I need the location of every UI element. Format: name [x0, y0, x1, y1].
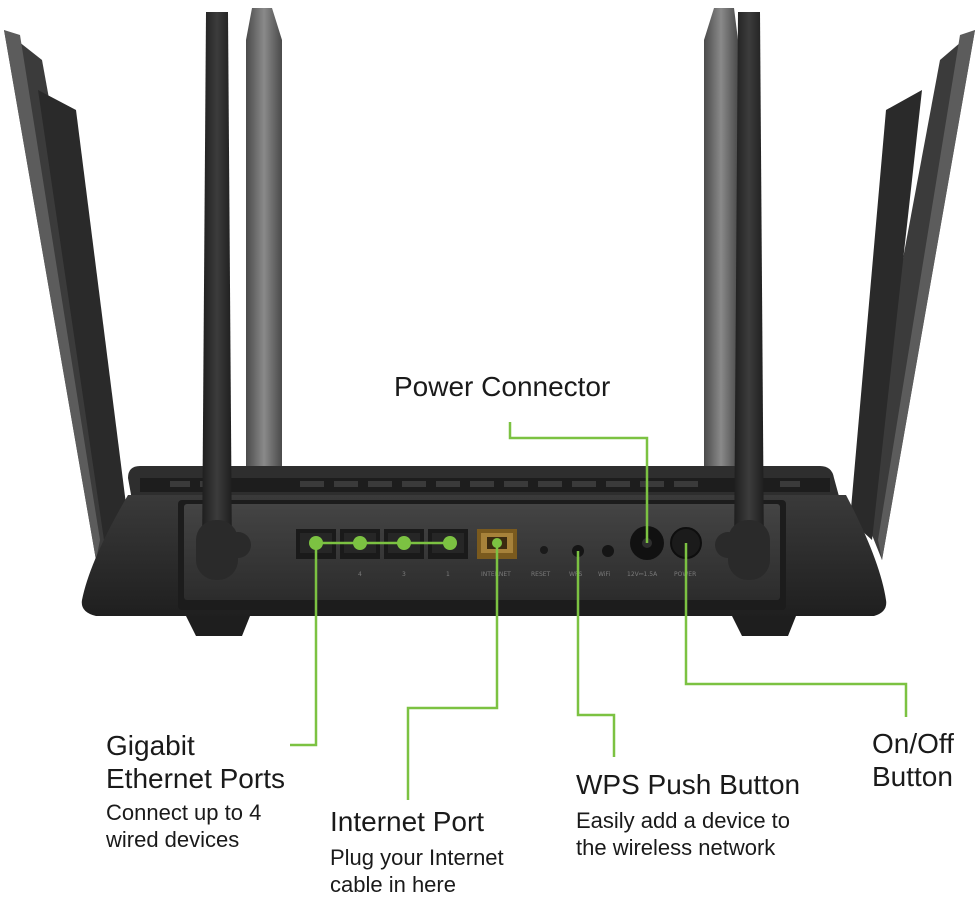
internet-port-desc-line1: Plug your Internet — [330, 844, 504, 870]
svg-text:4: 4 — [358, 571, 362, 578]
wps-button-callout: WPS Push Button Easily add a device to t… — [576, 769, 801, 862]
on-off-title-line1: On/Off — [872, 728, 954, 759]
svg-text:12V⎓1.5A: 12V⎓1.5A — [627, 571, 658, 578]
svg-text:1: 1 — [446, 571, 450, 578]
callout-lines — [290, 422, 908, 800]
side-antenna-left — [4, 30, 128, 560]
front-antenna-left — [196, 12, 238, 580]
back-antenna-left — [246, 8, 282, 470]
internet-port-callout: Internet Port Plug your Internet cable i… — [330, 806, 504, 899]
internet-port-title: Internet Port — [330, 806, 485, 837]
on-off-button-callout: On/Off Button — [872, 728, 954, 793]
front-antenna-right — [728, 12, 770, 580]
ethernet-ports-callout: Gigabit Ethernet Ports Connect up to 4 w… — [106, 730, 285, 854]
svg-text:WiFi: WiFi — [598, 571, 610, 578]
on-off-title-line2: Button — [872, 760, 953, 792]
ethernet-ports-desc-line1: Connect up to 4 — [106, 799, 262, 825]
ethernet-ports-title-line2: Ethernet Ports — [106, 762, 285, 794]
side-antenna-right — [850, 30, 975, 560]
power-connector-label: Power Connector — [394, 371, 611, 402]
internet-port-desc-line2: cable in here — [330, 872, 456, 898]
wps-button-desc-line1: Easily add a device to — [576, 807, 791, 833]
wps-button-desc-line2: the wireless network — [576, 835, 776, 861]
ethernet-ports-title-line1: Gigabit — [106, 730, 195, 761]
ethernet-ports-desc-line2: wired devices — [106, 827, 240, 853]
wps-button-title: WPS Push Button — [576, 769, 801, 800]
svg-text:WPS: WPS — [569, 571, 583, 578]
back-antenna-right — [704, 8, 738, 470]
svg-text:3: 3 — [402, 571, 406, 578]
port-highlight-dots — [309, 536, 502, 550]
svg-text:RESET: RESET — [531, 571, 551, 578]
